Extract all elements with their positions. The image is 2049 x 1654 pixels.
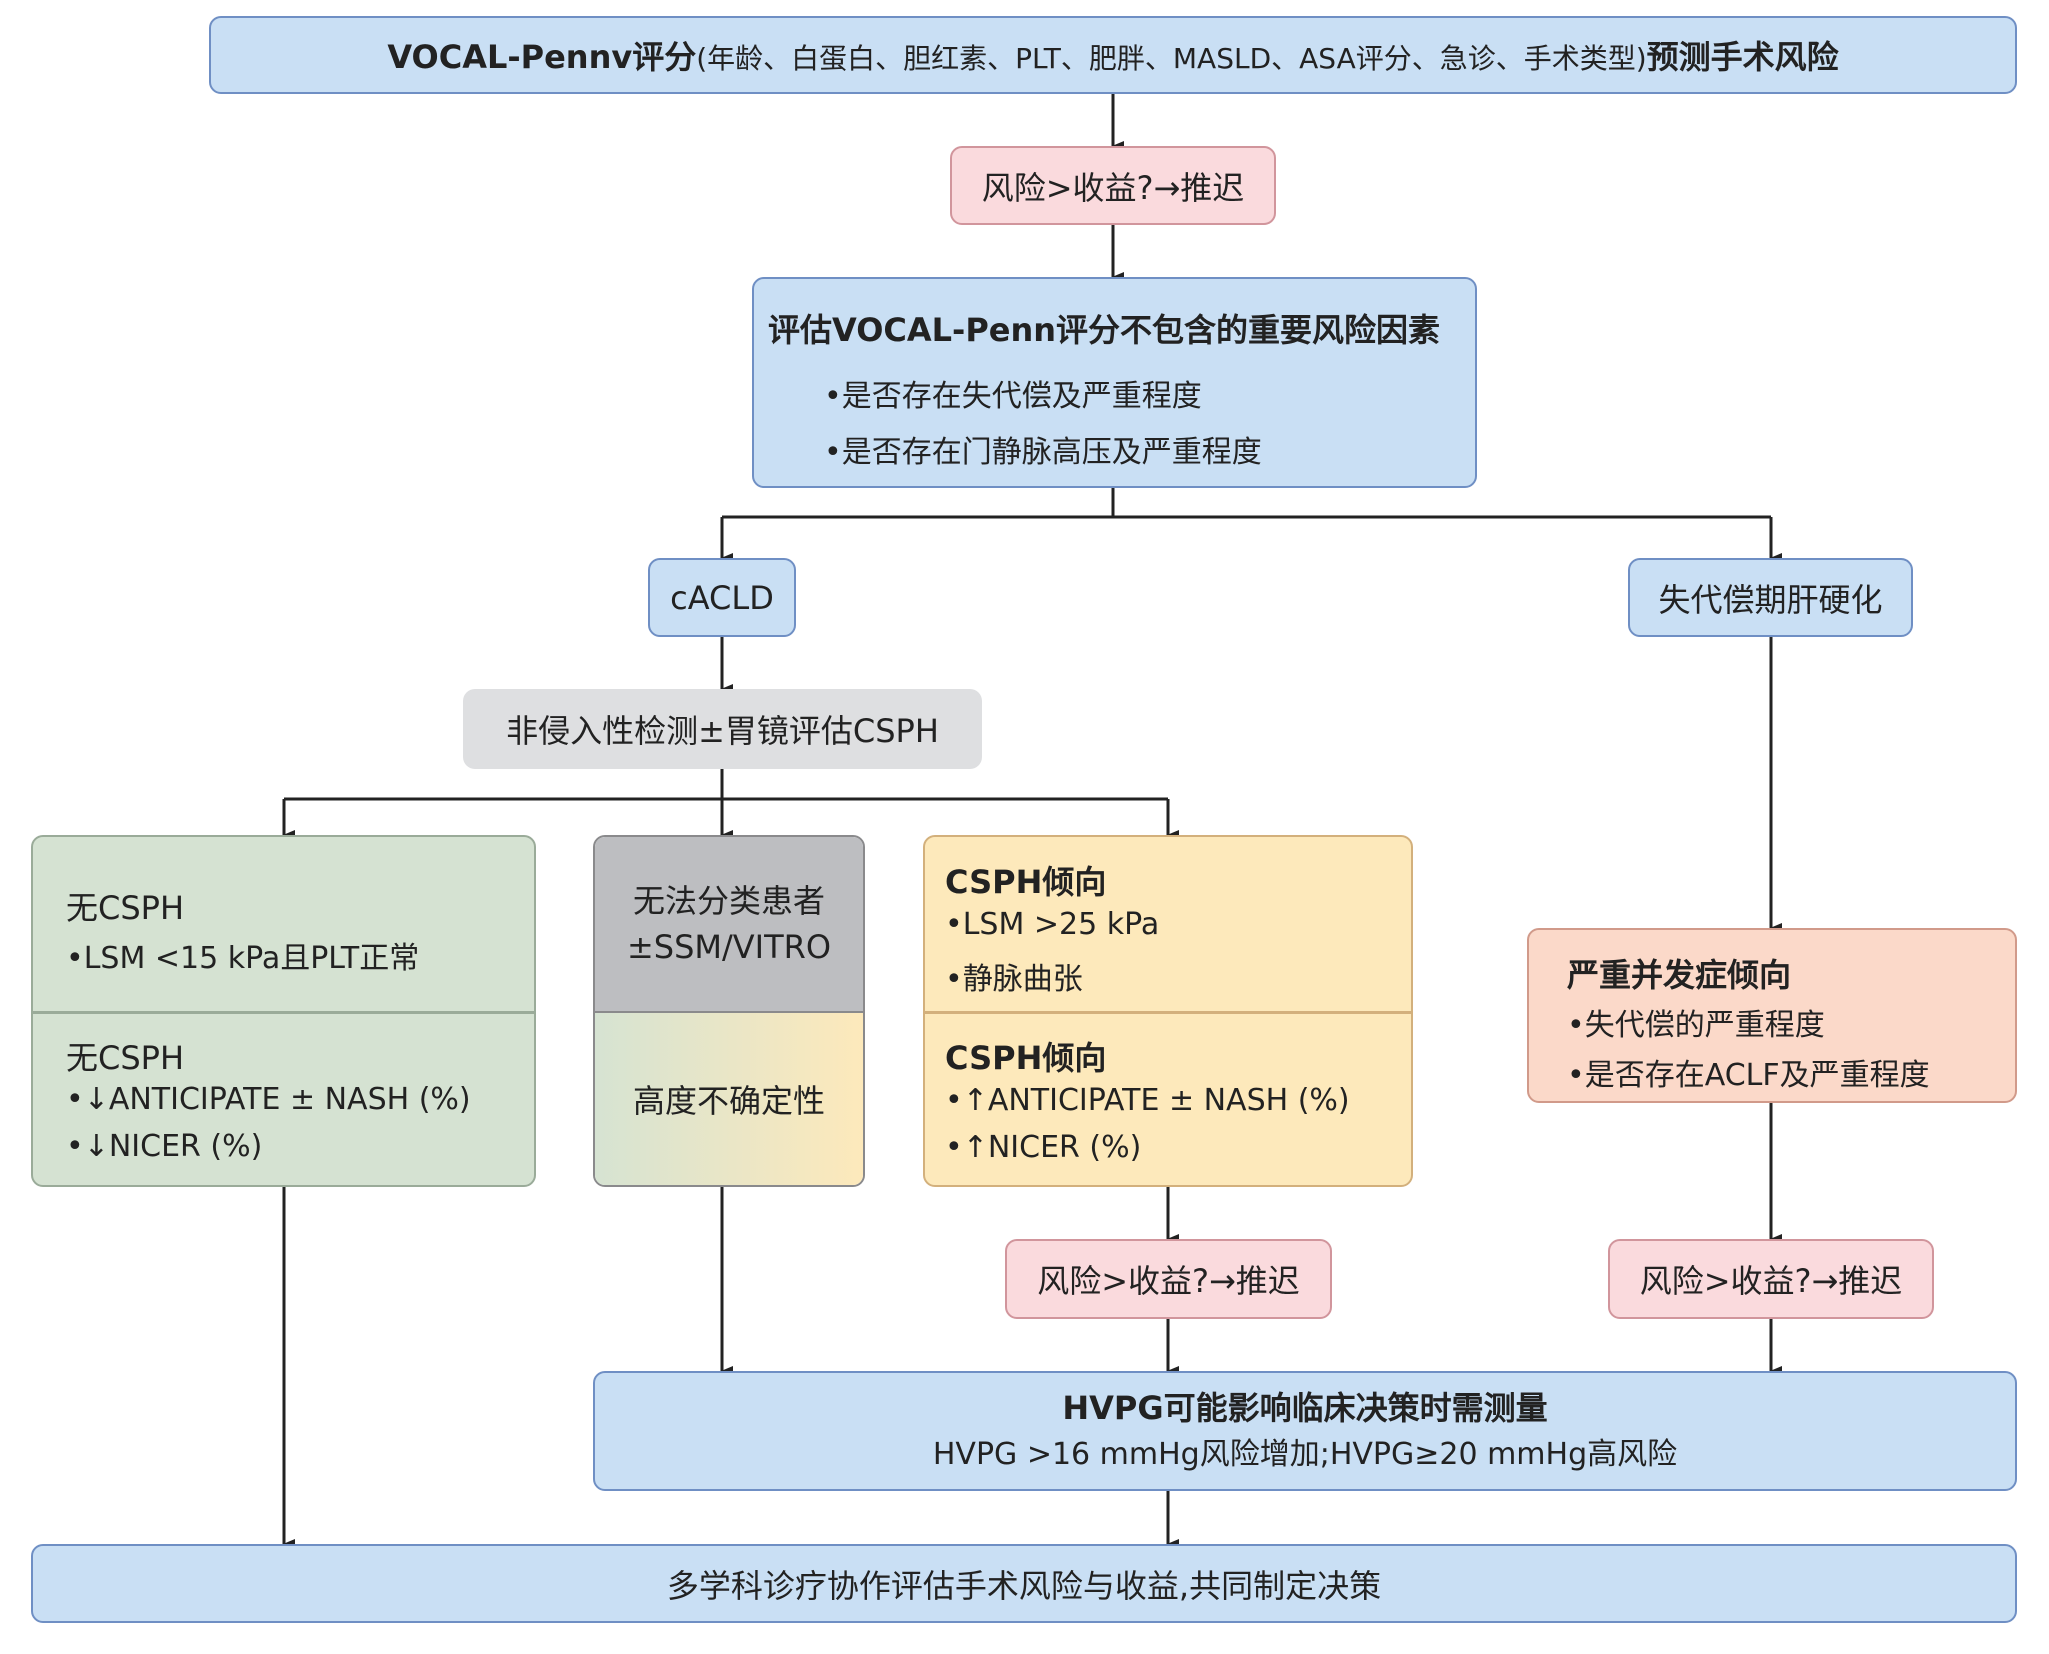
severe-item: •是否存在ACLF及严重程度 — [1567, 1058, 1930, 1093]
nit-label: 非侵入性检测±胃镜评估CSPH — [506, 712, 939, 750]
risk-factor-item: •是否存在门静脉高压及严重程度 — [824, 435, 1262, 470]
cacld-label: cACLD — [670, 578, 774, 617]
risk-factor-item: •是否存在失代偿及严重程度 — [824, 379, 1202, 414]
mdt-decision-box: 多学科诊疗协作评估手术风险与收益,共同制定决策 — [31, 1544, 2017, 1623]
hvpg-subtitle: HVPG >16 mmHg风险增加;HVPG≥20 mmHg高风险 — [932, 1437, 1678, 1472]
cacld-box: cACLD — [648, 558, 796, 637]
vocal-penn-params: (年龄、白蛋白、胆红素、PLT、肥胖、MASLD、ASA评分、急诊、手术类型) — [696, 42, 1647, 75]
csph-top-item: •静脉曲张 — [945, 962, 1083, 997]
hvpg-box: HVPG可能影响临床决策时需测量 HVPG >16 mmHg风险增加;HVPG≥… — [593, 1371, 2017, 1491]
unclassified-line: ±SSM/VITRO — [626, 928, 832, 966]
uncertainty-label: 高度不确定性 — [632, 1082, 825, 1120]
vocal-penn-title: VOCAL-Pennv评分 — [387, 38, 697, 76]
vocal-penn-suffix: 预测手术风险 — [1646, 38, 1839, 76]
mdt-label: 多学科诊疗协作评估手术风险与收益,共同制定决策 — [666, 1566, 1382, 1605]
csph-top-item: •LSM >25 kPa — [945, 907, 1160, 942]
no-csph-divider — [33, 1011, 534, 1014]
nit-box: 非侵入性检测±胃镜评估CSPH — [463, 689, 982, 769]
unclassified-line: 无法分类患者 — [632, 882, 825, 920]
no-csph-top-item: •LSM <15 kPa且PLT正常 — [66, 941, 420, 976]
no-csph-bottom-item: •↓ANTICIPATE ± NASH (%) — [66, 1082, 471, 1117]
csph-bottom-title: CSPH倾向 — [945, 1039, 1107, 1077]
delay-box-top: 风险>收益?→推迟 — [950, 146, 1276, 225]
vocal-penn-box: VOCAL-Pennv评分(年龄、白蛋白、胆红素、PLT、肥胖、MASLD、AS… — [209, 16, 2017, 94]
delay-label: 风险>收益?→推迟 — [981, 168, 1245, 207]
line-risk-split — [722, 488, 1771, 519]
delay-label: 风险>收益?→推迟 — [1639, 1262, 1903, 1300]
no-csph-bottom-item: •↓NICER (%) — [66, 1129, 263, 1164]
line-nit-split — [284, 769, 1168, 801]
delay-label: 风险>收益?→推迟 — [1037, 1262, 1300, 1300]
no-csph-bottom-title: 无CSPH — [66, 1039, 185, 1077]
severe-complications-box: 严重并发症倾向 •失代偿的严重程度 •是否存在ACLF及严重程度 — [1527, 928, 2017, 1103]
delay-box-decompensated: 风险>收益?→推迟 — [1608, 1239, 1934, 1319]
risk-factors-title: 评估VOCAL-Penn评分不包含的重要风险因素 — [768, 311, 1441, 349]
risk-factors-box: 评估VOCAL-Penn评分不包含的重要风险因素 •是否存在失代偿及严重程度 •… — [752, 277, 1477, 488]
decompensated-label: 失代偿期肝硬化 — [1658, 580, 1883, 619]
unclassified-box: 无法分类患者 ±SSM/VITRO 高度不确定性 — [593, 835, 865, 1187]
unclassified-divider — [595, 1011, 863, 1014]
decompensated-box: 失代偿期肝硬化 — [1628, 558, 1913, 637]
csph-box: CSPH倾向 •LSM >25 kPa •静脉曲张 CSPH倾向 •↑ANTIC… — [923, 835, 1413, 1187]
no-csph-top-title: 无CSPH — [66, 889, 185, 927]
csph-divider — [925, 1011, 1411, 1014]
unclassified-bottom: 高度不确定性 — [595, 1013, 863, 1185]
severe-item: •失代偿的严重程度 — [1567, 1008, 1825, 1043]
no-csph-box: 无CSPH •LSM <15 kPa且PLT正常 无CSPH •↓ANTICIP… — [31, 835, 536, 1187]
delay-box-csph: 风险>收益?→推迟 — [1005, 1239, 1332, 1319]
csph-bottom-item: •↑NICER (%) — [945, 1130, 1142, 1165]
severe-title: 严重并发症倾向 — [1567, 956, 1792, 994]
csph-bottom-item: •↑ANTICIPATE ± NASH (%) — [945, 1083, 1350, 1118]
hvpg-title: HVPG可能影响临床决策时需测量 — [1062, 1389, 1548, 1427]
unclassified-top: 无法分类患者 ±SSM/VITRO — [595, 837, 863, 1011]
csph-top-title: CSPH倾向 — [945, 863, 1107, 901]
